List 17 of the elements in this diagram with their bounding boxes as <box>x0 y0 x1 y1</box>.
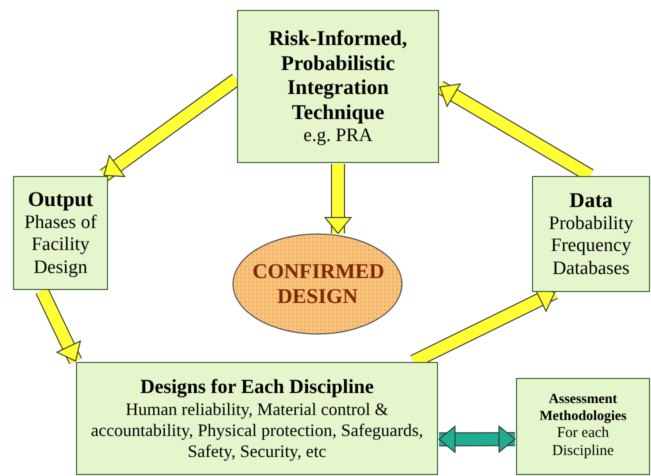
ellipse-node <box>232 233 403 335</box>
node-text: Phases of Facility Design <box>23 212 98 279</box>
node-text: Human reliability, Material control & accountability, Physical protection, Safeguards, Safety, Security, etc <box>90 399 424 462</box>
node-title: Data <box>569 188 613 213</box>
node-text: Probability Frequency Databases <box>548 212 634 280</box>
process-box <box>516 378 650 475</box>
process-box <box>76 362 438 475</box>
node-text: For each Discipline <box>551 425 615 461</box>
process-box <box>13 176 108 290</box>
node-title: Assessment Methodologies <box>538 392 628 426</box>
node-text: e.g. PRA <box>303 124 373 148</box>
process-box <box>532 176 650 292</box>
node-title: Risk-Informed, Probabilistic Integration Technique <box>268 26 408 125</box>
node-title: CONFIRMED DESIGN <box>252 259 382 309</box>
node-title: Output <box>28 187 94 212</box>
process-box <box>237 10 439 163</box>
node-title: Designs for Each Discipline <box>140 376 374 400</box>
